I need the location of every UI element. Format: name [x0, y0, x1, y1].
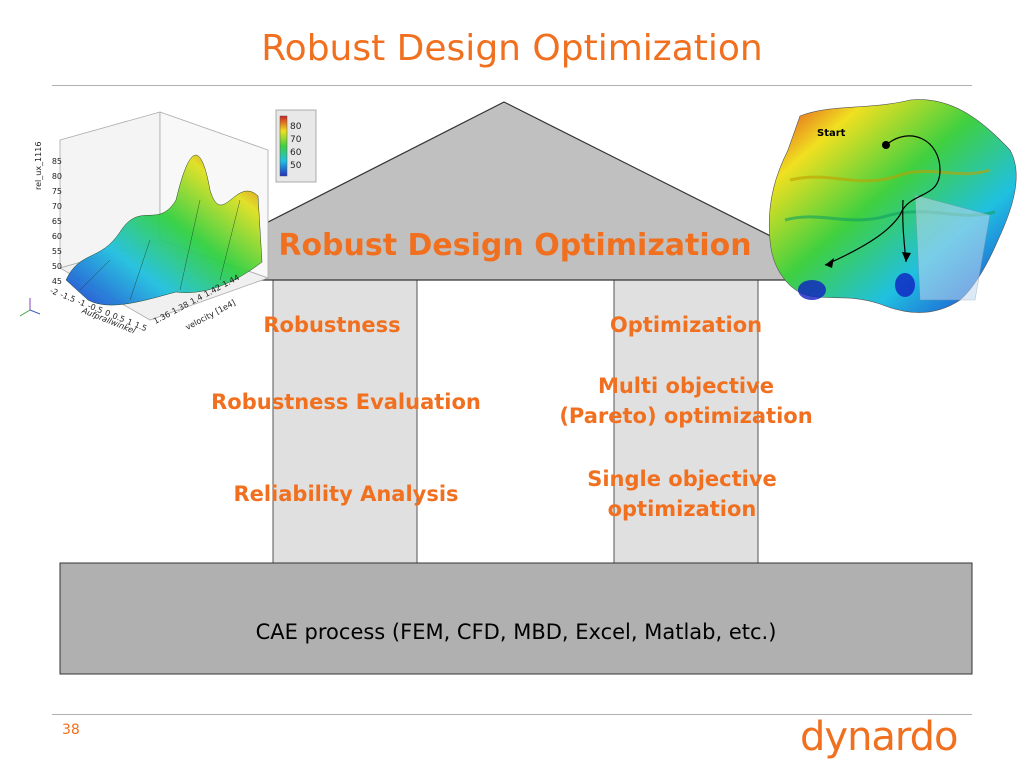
foundation-label: CAE process (FEM, CFD, MBD, Excel, Matla…: [255, 620, 777, 644]
z-tick-label: 80: [51, 172, 62, 181]
roof-label: Robust Design Optimization: [278, 228, 752, 263]
footer-divider: [52, 714, 972, 715]
z-tick-label: 45: [51, 277, 62, 286]
right-pillar-item: Multi objective (Pareto) optimization: [559, 374, 813, 428]
left-pillar: [272, 264, 418, 566]
page-number: 38: [62, 722, 80, 738]
roof: [153, 101, 859, 281]
z-tick-label: 70: [51, 202, 62, 211]
z-tick-label: 75: [51, 187, 62, 196]
start-label: Start: [817, 128, 846, 139]
slide-title: Robust Design Optimization: [261, 28, 763, 69]
colorbar-tick-label: 80: [290, 122, 302, 132]
left-pillar-item: Robustness Evaluation: [211, 390, 481, 414]
left-pillar-heading: Robustness: [263, 313, 401, 337]
z-tick-label: 55: [51, 247, 62, 256]
colorbar-tick-label: 60: [290, 148, 302, 158]
z-tick-label: 60: [51, 232, 62, 241]
surface-plot-illustration: [58, 111, 270, 321]
right-pillar-heading: Optimization: [609, 313, 763, 337]
colorbar-tick-label: 50: [290, 161, 302, 171]
colorbar: [275, 109, 317, 183]
surface-z-ticks: 85 80 75 70 65 60 55 50 45: [44, 154, 62, 289]
title-divider: [52, 85, 972, 86]
optimization-landscape-illustration: [768, 99, 1017, 313]
axes-glyph-icon: [19, 298, 41, 317]
z-tick-label: 50: [51, 262, 62, 271]
dynardo-logo: dynardo: [800, 714, 959, 760]
foundation: [59, 562, 973, 675]
right-pillar-item: Single objective optimization: [587, 467, 777, 521]
z-tick-label: 65: [51, 217, 62, 226]
colorbar-ticks: 80 70 60 50: [290, 121, 301, 173]
colorbar-tick-label: 70: [290, 135, 302, 145]
logo-text: dynardo: [800, 714, 958, 760]
surface-z-axis-label: rel_ux_1116: [34, 141, 43, 190]
z-tick-label: 85: [51, 157, 62, 166]
right-pillar: [613, 264, 759, 566]
left-pillar-item: Reliability Analysis: [233, 482, 459, 506]
